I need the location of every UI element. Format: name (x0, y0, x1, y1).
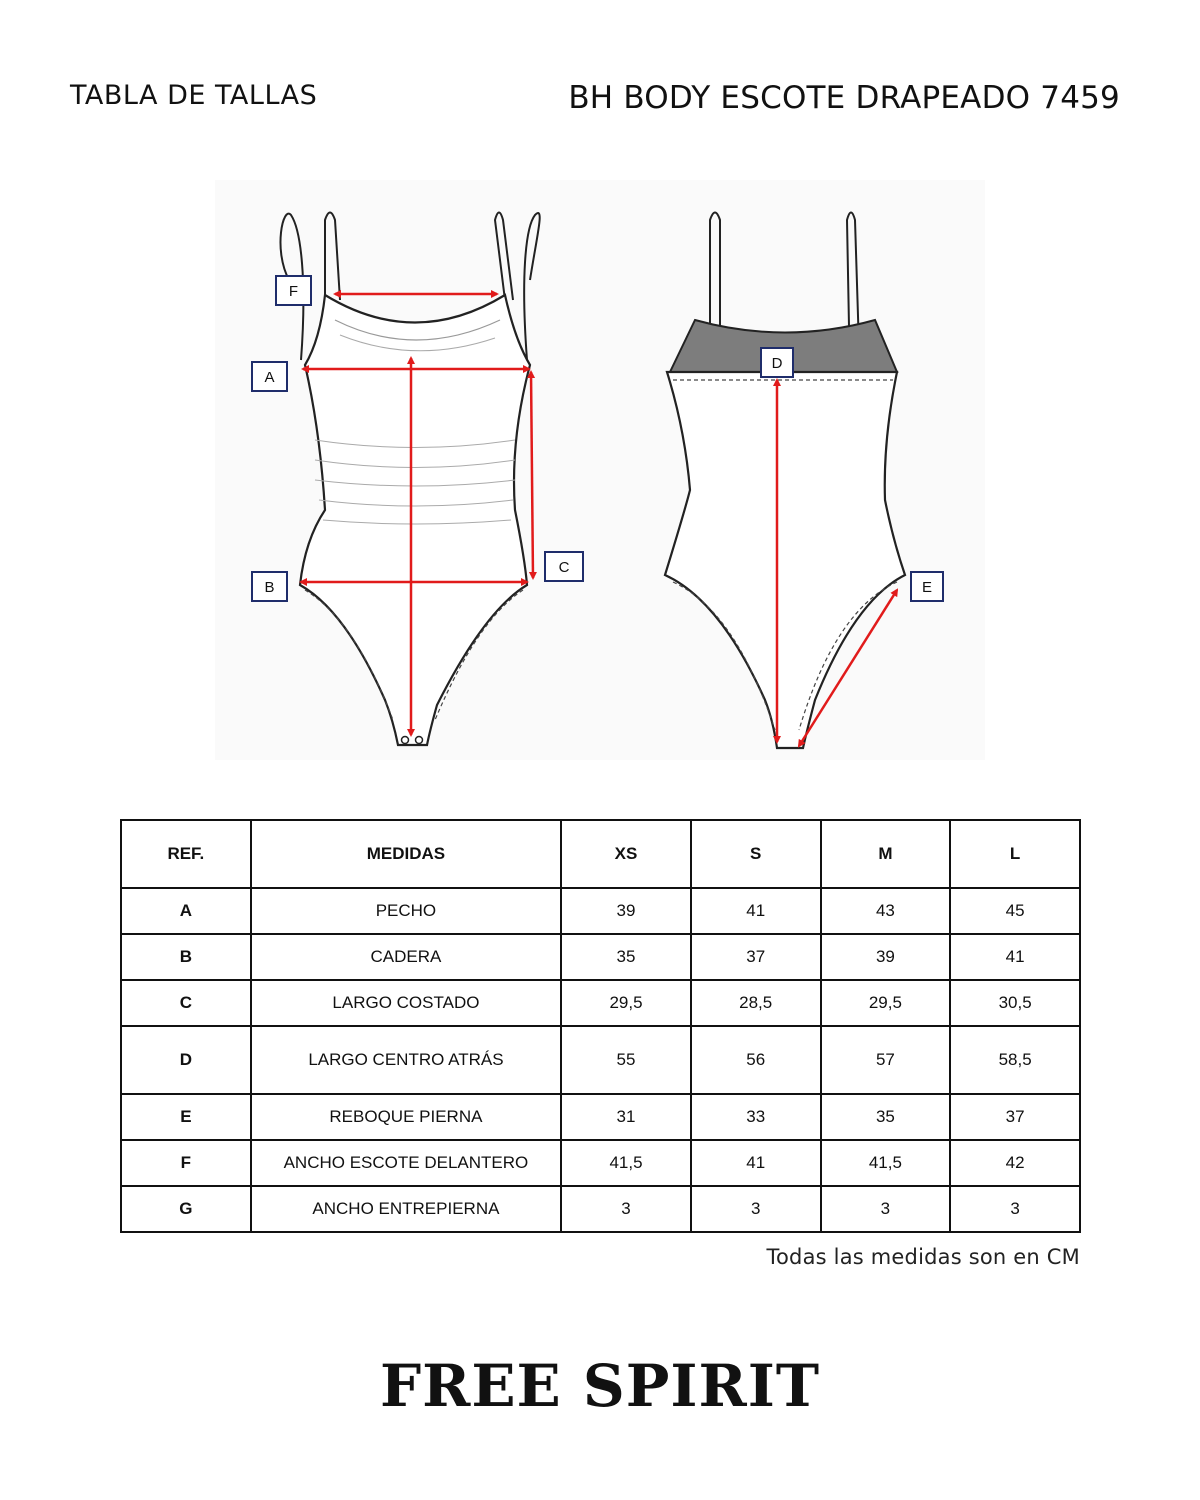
front-view (279, 211, 541, 747)
measure-cell: ANCHO ESCOTE DELANTERO (249, 1139, 563, 1187)
l-cell: 58,5 (949, 1025, 1081, 1095)
m-cell: 57 (819, 1025, 952, 1095)
svg-text:A: A (264, 369, 274, 386)
ref-cell: E (120, 1093, 252, 1141)
xs-cell: 31 (560, 1093, 692, 1141)
header-ref: REF. (120, 819, 252, 889)
units-note: Todas las medidas son en CM (766, 1245, 1080, 1269)
m-cell: 29,5 (819, 979, 952, 1027)
xs-cell: 3 (560, 1185, 692, 1233)
m-cell: 39 (819, 933, 952, 981)
svg-text:D: D (772, 355, 783, 372)
svg-text:C: C (559, 559, 570, 576)
measure-cell: ANCHO ENTREPIERNA (249, 1185, 563, 1233)
l-cell: 41 (949, 933, 1081, 981)
m-cell: 3 (819, 1185, 952, 1233)
svg-text:F: F (289, 283, 298, 300)
measure-cell: LARGO COSTADO (249, 979, 563, 1027)
s-cell: 33 (689, 1093, 822, 1141)
ref-cell: B (120, 933, 252, 981)
label-a: A (251, 361, 288, 392)
table-row: D LARGO CENTRO ATRÁS 55 56 57 58,5 (120, 1025, 1081, 1095)
xs-cell: 55 (560, 1025, 692, 1095)
ref-cell: A (120, 887, 252, 935)
s-cell: 41 (689, 1139, 822, 1187)
measure-cell: LARGO CENTRO ATRÁS (249, 1025, 563, 1095)
table-header-row: REF. MEDIDAS XS S M L (120, 819, 1081, 889)
svg-text:B: B (264, 579, 274, 596)
measure-cell: PECHO (249, 887, 563, 935)
table-row: B CADERA 35 37 39 41 (120, 933, 1081, 981)
m-cell: 35 (819, 1093, 952, 1141)
xs-cell: 35 (560, 933, 692, 981)
ref-cell: G (120, 1185, 252, 1233)
xs-cell: 39 (560, 887, 692, 935)
measure-cell: REBOQUE PIERNA (249, 1093, 563, 1141)
back-view (663, 211, 907, 750)
m-cell: 43 (819, 887, 952, 935)
header-medidas: MEDIDAS (249, 819, 563, 889)
header-s: S (689, 819, 822, 889)
ref-cell: D (120, 1025, 252, 1095)
header-m: M (819, 819, 952, 889)
l-cell: 45 (949, 887, 1081, 935)
table-row: C LARGO COSTADO 29,5 28,5 29,5 30,5 (120, 979, 1081, 1027)
header-l: L (949, 819, 1081, 889)
measure-cell: CADERA (249, 933, 563, 981)
table-row: A PECHO 39 41 43 45 (120, 887, 1081, 935)
label-e: E (910, 571, 944, 602)
svg-text:E: E (922, 579, 932, 596)
size-chart-title: TABLA DE TALLAS (70, 80, 318, 111)
brand-logo: FREE SPIRIT (379, 1352, 821, 1420)
table-row: G ANCHO ENTREPIERNA 3 3 3 3 (120, 1185, 1081, 1233)
label-d: D (760, 347, 794, 378)
label-b: B (251, 571, 288, 602)
header-xs: XS (560, 819, 692, 889)
xs-cell: 29,5 (560, 979, 692, 1027)
l-cell: 42 (949, 1139, 1081, 1187)
s-cell: 56 (689, 1025, 822, 1095)
l-cell: 3 (949, 1185, 1081, 1233)
label-f: F (275, 275, 312, 306)
s-cell: 28,5 (689, 979, 822, 1027)
m-cell: 41,5 (819, 1139, 952, 1187)
table-row: E REBOQUE PIERNA 31 33 35 37 (120, 1093, 1081, 1141)
label-c: C (544, 551, 584, 582)
ref-cell: C (120, 979, 252, 1027)
back-lining (668, 318, 899, 373)
l-cell: 30,5 (949, 979, 1081, 1027)
table-row: F ANCHO ESCOTE DELANTERO 41,5 41 41,5 42 (120, 1139, 1081, 1187)
xs-cell: 41,5 (560, 1139, 692, 1187)
ref-cell: F (120, 1139, 252, 1187)
s-cell: 3 (689, 1185, 822, 1233)
product-title: BH BODY ESCOTE DRAPEADO 7459 (568, 80, 1120, 116)
s-cell: 37 (689, 933, 822, 981)
garment-diagram: F A B C D E (215, 180, 985, 760)
l-cell: 37 (949, 1093, 1081, 1141)
s-cell: 41 (689, 887, 822, 935)
size-table: REF. MEDIDAS XS S M L A PECHO 39 41 43 4… (120, 819, 1081, 1233)
